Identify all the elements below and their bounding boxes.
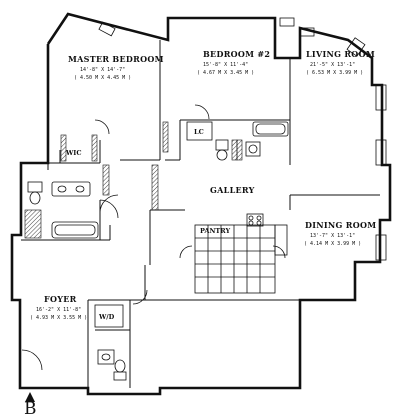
kitchen — [194, 213, 288, 294]
foyer-dim1: 16'-2" X 11'-8" — [36, 307, 81, 313]
foyer-name: FOYER — [44, 294, 77, 304]
exterior-walls — [10, 12, 392, 396]
compass-marker — [25, 392, 35, 402]
compass-letter: B — [24, 399, 37, 414]
living-room-name: LIVING ROOM — [306, 49, 375, 59]
wd-label: W/D — [98, 313, 115, 321]
master-bedroom-name: MASTER BEDROOM — [68, 54, 164, 64]
living-room-dim1: 21'-5" X 13'-1" — [310, 62, 355, 68]
foyer-dim2: ( 4.93 M X 3.55 M ) — [30, 315, 87, 321]
master-bath — [27, 181, 99, 239]
pantry-label: PANTRY — [200, 227, 230, 235]
dining-room-name: DINING ROOM — [305, 220, 376, 230]
gallery-name: GALLERY — [210, 185, 255, 195]
bedroom2-dim1: 15'-8" X 11'-4" — [203, 62, 248, 68]
lc-label: LC — [194, 128, 204, 136]
living-room-dim2: ( 6.53 M X 3.99 M ) — [306, 70, 363, 76]
closets — [24, 121, 243, 239]
master-bedroom-dim2: ( 4.50 M X 4.45 M ) — [74, 75, 131, 81]
dining-room-dim2: ( 4.14 M X 3.99 M ) — [304, 241, 361, 247]
foyer-bath — [94, 304, 127, 381]
master-bedroom-dim1: 14'-8" X 14'-7" — [80, 67, 125, 73]
windows — [98, 17, 387, 261]
dining-room-dim1: 13'-7" X 13'-1" — [310, 233, 355, 239]
wic-label: WIC — [65, 149, 82, 157]
bedroom2-name: BEDROOM #2 — [203, 49, 270, 59]
interior-walls — [21, 40, 380, 388]
bedroom2-dim2: ( 4.67 M X 3.45 M ) — [197, 70, 254, 76]
bath2 — [186, 121, 289, 161]
kitchen-grid — [195, 225, 275, 293]
doors — [21, 104, 286, 371]
